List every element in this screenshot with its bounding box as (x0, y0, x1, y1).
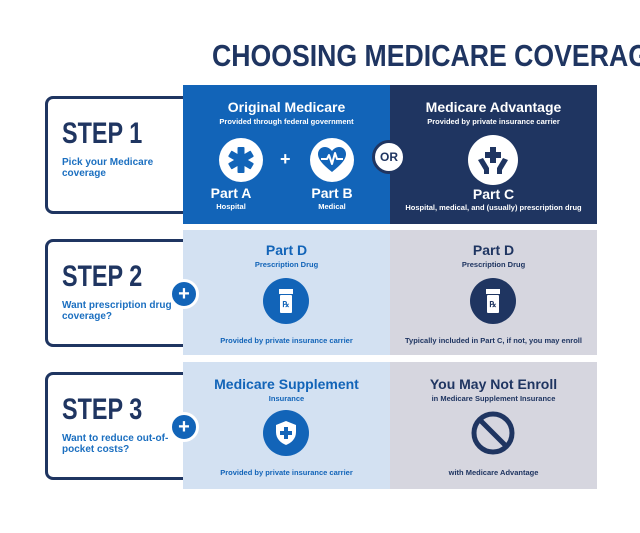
medical-star-icon (219, 138, 263, 182)
shield-cross-icon (263, 410, 309, 456)
not-enroll-title: You May Not Enroll (429, 376, 558, 392)
original-medicare-panel: Original Medicare Provided through feder… (183, 85, 390, 224)
step-1-label: STEP 1 (62, 117, 143, 150)
part-b-label: Part B (311, 185, 353, 201)
step-2-label: STEP 2 (62, 260, 143, 293)
step-1-card: STEP 1 Pick your Medicare coverage (45, 96, 195, 214)
original-medicare-subtitle: Provided through federal government (219, 117, 354, 126)
part-a-label: Part A (210, 185, 252, 201)
supplement-subtitle: Insurance (268, 394, 305, 403)
medicare-advantage-subtitle: Provided by private insurance carrier (427, 117, 560, 126)
supplement-title: Medicare Supplement (214, 376, 359, 392)
step-2-plus-badge: + (169, 279, 199, 309)
part-c-label: Part C (472, 186, 515, 202)
not-enroll-subtitle: in Medicare Supplement Insurance (431, 394, 556, 403)
page-title: CHOOSING MEDICARE COVERAGE (211, 38, 640, 73)
step-2-description: Want prescription drug coverage? (62, 300, 172, 322)
not-enroll-panel: You May Not Enroll in Medicare Supplemen… (390, 362, 597, 489)
part-d-left-title: Part D (265, 242, 308, 258)
part-b-sub: Medical (318, 202, 346, 211)
part-d-left-subtitle: Prescription Drug (254, 260, 319, 269)
part-d-advantage-panel: Part D Prescription Drug ℞ Typically inc… (390, 230, 597, 355)
part-a-sub: Hospital (216, 202, 246, 211)
prohibited-icon (470, 410, 516, 456)
part-d-right-title: Part D (472, 242, 515, 258)
part-c-sub: Hospital, medical, and (usually) prescri… (405, 203, 582, 212)
part-d-right-subtitle: Prescription Drug (461, 260, 526, 269)
prescription-bottle-icon: ℞ (470, 278, 516, 324)
medicare-advantage-panel: Medicare Advantage Provided by private i… (390, 85, 597, 224)
step-3-label: STEP 3 (62, 393, 143, 426)
part-d-right-footer: Typically included in Part C, if not, yo… (405, 336, 582, 345)
hands-cross-icon (468, 135, 518, 185)
medicare-advantage-title: Medicare Advantage (425, 99, 562, 115)
plus-sign: + (280, 149, 291, 169)
original-medicare-title: Original Medicare (227, 99, 346, 115)
part-d-left-footer: Provided by private insurance carrier (220, 336, 353, 345)
svg-text:℞: ℞ (282, 300, 289, 309)
supplement-footer: Provided by private insurance carrier (220, 468, 353, 477)
part-a-block: Part A Hospital (196, 185, 266, 211)
step-3-card: STEP 3 Want to reduce out-of-pocket cost… (45, 372, 195, 480)
or-badge: OR (372, 140, 406, 174)
step-3-description: Want to reduce out-of-pocket costs? (62, 433, 169, 455)
svg-text:℞: ℞ (489, 300, 496, 309)
not-enroll-footer: with Medicare Advantage (448, 468, 539, 477)
heart-pulse-icon (310, 138, 354, 182)
part-b-block: Part B Medical (297, 185, 367, 211)
medicare-supplement-panel: Medicare Supplement Insurance Provided b… (183, 362, 390, 489)
step-3-plus-badge: + (169, 412, 199, 442)
prescription-bottle-icon: ℞ (263, 278, 309, 324)
part-d-original-panel: Part D Prescription Drug ℞ Provided by p… (183, 230, 390, 355)
step-1-description: Pick your Medicare coverage (62, 157, 154, 179)
